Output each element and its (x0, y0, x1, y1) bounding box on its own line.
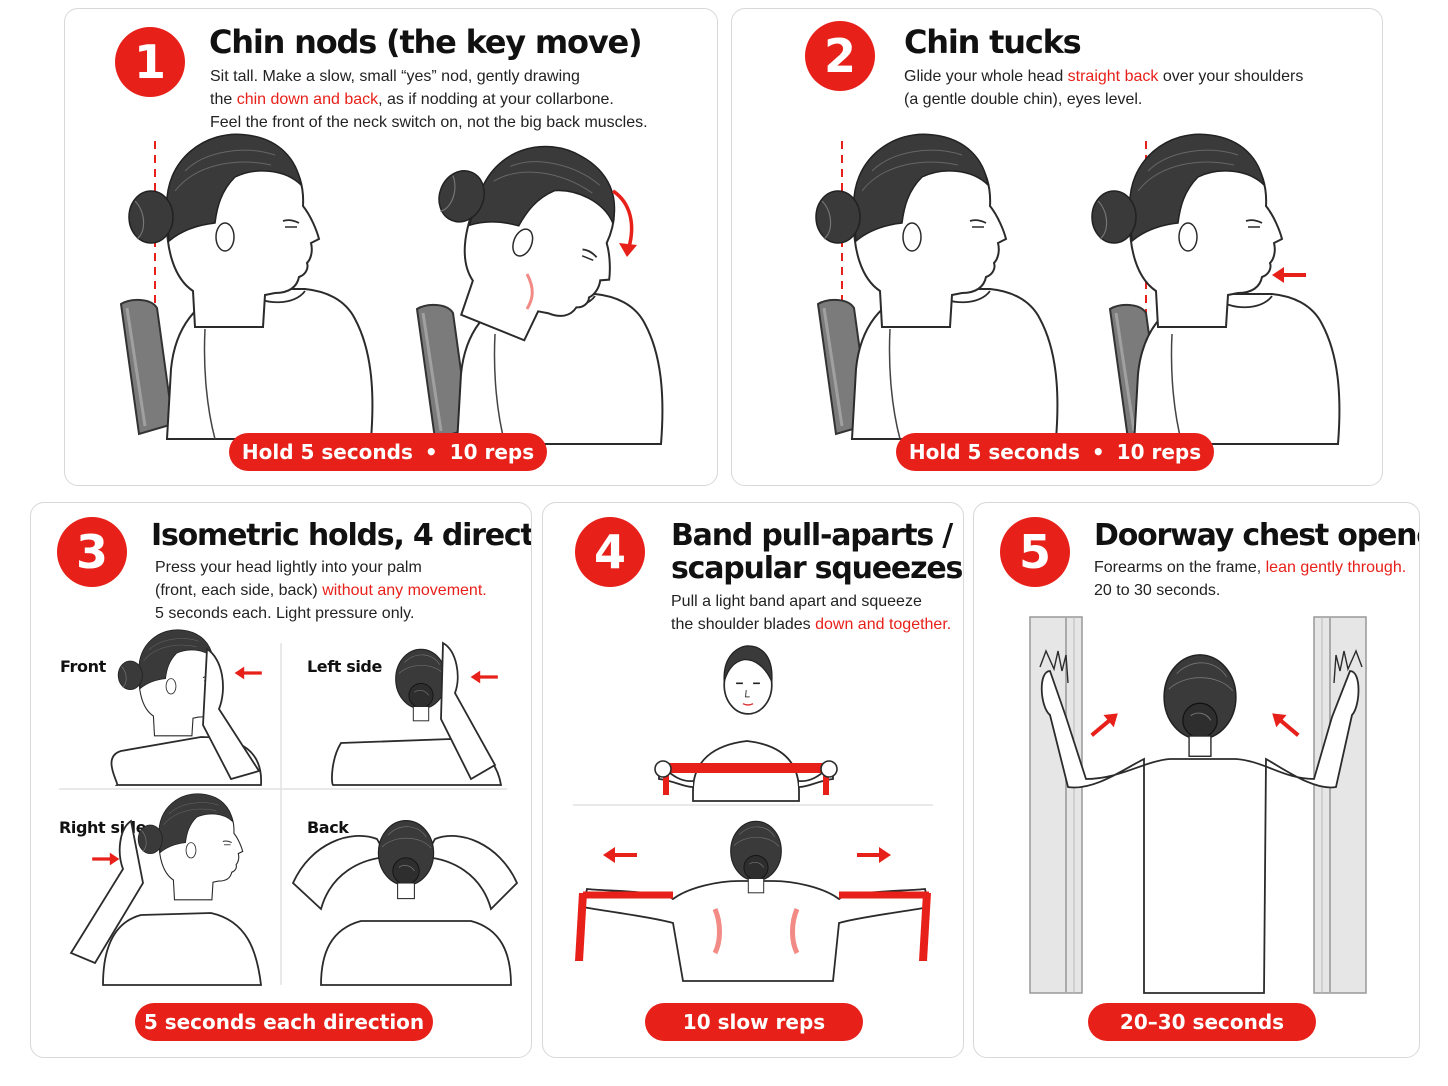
description-text: , as if nodding at your collarbone. (378, 91, 614, 108)
exercise-card-chin-nods: 1 Chin nods (the key move) Sit tall. Mak… (64, 8, 718, 486)
description-line: Forearms on the frame, lean gently throu… (1094, 556, 1406, 579)
description-text: Sit tall. Make a slow, small “yes” nod, … (210, 68, 580, 85)
description-line: Pull a light band apart and squeeze (671, 590, 951, 613)
direction-label-front: Front (60, 657, 106, 676)
neck-activation-highlight (525, 273, 534, 310)
doorway-figure (1039, 649, 1363, 994)
down-arrow-icon (611, 189, 637, 257)
badge-text: Hold 5 seconds (241, 440, 413, 464)
description-line: the shoulder blades down and together. (671, 613, 951, 636)
highlight-text: down and together. (815, 616, 952, 633)
duration-badge: 20–30 seconds (1088, 1003, 1316, 1041)
exercise-card-chin-tucks: 2 Chin tucks Glide your whole head strai… (731, 8, 1383, 486)
description-text: the (210, 91, 237, 108)
description-text: Glide your whole head (904, 68, 1068, 85)
description-text: Feel the front of the neck switch on, no… (210, 114, 648, 131)
badge-text: 10 reps (1116, 440, 1202, 464)
description-text: the shoulder blades (671, 616, 816, 633)
description-line: Press your head lightly into your palm (155, 556, 487, 579)
description-text: (front, each side, back) (155, 582, 323, 599)
step-number-badge: 3 (57, 517, 127, 587)
hold-reps-badge: Hold 5 seconds • 10 reps (896, 433, 1214, 471)
diagonal-arrow-icon (1084, 705, 1125, 744)
exercise-description: Pull a light band apart and squeeze the s… (671, 590, 951, 636)
right-side-press-figure (69, 793, 263, 986)
badge-text: 5 seconds each direction (143, 1010, 425, 1034)
description-text: over your shoulders (1158, 68, 1304, 85)
step-number-badge: 5 (1000, 517, 1070, 587)
exercise-card-isometric-holds: 3 Isometric holds, 4 directions Press yo… (30, 502, 532, 1058)
description-text: Pull a light band apart and squeeze (671, 593, 922, 610)
description-text: 5 seconds each. Light pressure only. (155, 605, 415, 622)
exercise-description: Glide your whole head straight back over… (904, 65, 1303, 111)
exercise-card-doorway-chest-opener: 5 Doorway chest opener Forearms on the f… (973, 502, 1420, 1058)
direction-label-left-side: Left side (307, 657, 382, 676)
description-text: 20 to 30 seconds. (1094, 582, 1221, 599)
doorway-stretch-illustration (1029, 616, 1367, 994)
exercise-title-line-2: scapular squeezes (671, 551, 963, 586)
isometric-grid-illustration (59, 629, 519, 986)
exercise-description: Forearms on the frame, lean gently throu… (1094, 556, 1406, 602)
left-side-press-figure (331, 641, 503, 786)
step-number-badge: 1 (115, 27, 185, 97)
chin-tuck-start-illustration (815, 133, 1059, 440)
left-arrow-icon (469, 668, 500, 686)
band-back-figure (575, 820, 931, 982)
badge-text: 10 slow reps (682, 1010, 826, 1034)
badge-text: Hold 5 seconds (908, 440, 1080, 464)
direction-label-back: Back (307, 818, 349, 837)
chin-tuck-end-illustration (1091, 133, 1341, 445)
highlight-text: chin down and back (236, 91, 379, 108)
left-arrow-icon (233, 664, 264, 682)
front-press-figure (110, 629, 264, 786)
hold-reps-badge: Hold 5 seconds • 10 reps (229, 433, 547, 471)
exercise-description: Press your head lightly into your palm (f… (155, 556, 487, 625)
description-text: Press your head lightly into your palm (155, 559, 422, 576)
badge-text: 10 reps (449, 440, 535, 464)
diagonal-arrow-icon (1265, 705, 1306, 744)
exercise-title: Chin nods (the key move) (209, 23, 643, 61)
resistance-band (575, 893, 587, 961)
band-pull-illustration (573, 645, 933, 982)
description-line: (a gentle double chin), eyes level. (904, 88, 1303, 111)
exercise-card-band-pull-aparts: 4 Band pull-aparts / scapular squeezes P… (542, 502, 964, 1058)
chin-nod-start-illustration (119, 133, 374, 440)
exercise-description: Sit tall. Make a slow, small “yes” nod, … (210, 65, 648, 134)
bullet-separator: • (1091, 440, 1105, 464)
chin-nod-end-illustration (399, 110, 664, 445)
description-text: Forearms on the frame, (1094, 559, 1266, 576)
exercise-title: Chin tucks (904, 23, 1082, 61)
badge-text: 20–30 seconds (1119, 1010, 1285, 1034)
description-line: 20 to 30 seconds. (1094, 579, 1406, 602)
duration-badge: 5 seconds each direction (135, 1003, 433, 1041)
highlight-text: without any movement. (322, 582, 487, 599)
exercise-title: Doorway chest opener (1094, 518, 1420, 553)
description-line: (front, each side, back) without any mov… (155, 579, 487, 602)
left-arrow-icon (1270, 265, 1308, 285)
description-line: Feel the front of the neck switch on, no… (210, 111, 648, 134)
right-arrow-icon (90, 850, 122, 868)
description-line: Glide your whole head straight back over… (904, 65, 1303, 88)
exercise-title: Isometric holds, 4 directions (151, 518, 531, 553)
resistance-band (665, 763, 827, 773)
description-text: (a gentle double chin), eyes level. (904, 91, 1143, 108)
step-number-badge: 4 (575, 517, 645, 587)
left-arrow-icon (601, 845, 639, 865)
highlight-text: straight back (1067, 68, 1159, 85)
back-press-figure (291, 819, 519, 986)
band-front-figure (654, 645, 838, 802)
description-line: Sit tall. Make a slow, small “yes” nod, … (210, 65, 648, 88)
exercise-title-line-1: Band pull-aparts / (671, 518, 953, 553)
bullet-separator: • (424, 440, 438, 464)
reps-badge: 10 slow reps (645, 1003, 863, 1041)
right-arrow-icon (855, 845, 893, 865)
step-number-badge: 2 (805, 21, 875, 91)
description-line: 5 seconds each. Light pressure only. (155, 602, 487, 625)
description-line: the chin down and back, as if nodding at… (210, 88, 648, 111)
highlight-text: lean gently through. (1265, 559, 1407, 576)
